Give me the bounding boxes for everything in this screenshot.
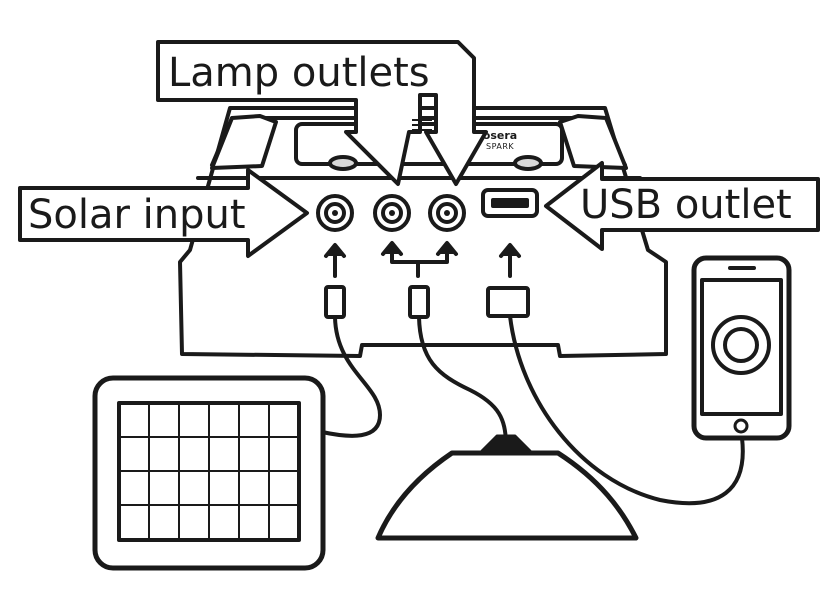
smartphone-home-button (733, 418, 749, 434)
usb-outlet-label: USB outlet (580, 182, 792, 228)
power-unit-indicator-left (328, 155, 358, 171)
usb-port (481, 188, 539, 218)
usb-outlet-callout-arrow (544, 161, 820, 251)
power-unit (178, 106, 668, 358)
lamp-outlets-callout (156, 40, 488, 186)
lamp-cable (417, 315, 508, 444)
lamp-arrow-bracket (390, 246, 449, 264)
lamp-plug-icon (408, 285, 430, 319)
connection-arrows (324, 241, 521, 278)
power-unit-left-handle (210, 114, 278, 170)
solar-input-jack (316, 194, 354, 232)
solar-panel (92, 375, 326, 571)
lamp-outlet-jack-1 (373, 194, 411, 232)
usb-cable (508, 314, 745, 506)
smartphone (691, 255, 792, 441)
cables (320, 314, 745, 506)
solar-input-callout-arrow (18, 168, 309, 258)
power-unit-indicator-right (513, 155, 543, 171)
solar-cable (320, 315, 382, 438)
usb-plug-icon (486, 286, 530, 318)
plugs (324, 285, 530, 319)
device-model: SPARK (486, 142, 514, 151)
pendant-lamp-cap (480, 434, 532, 453)
lamp-outlets-callout-frame (156, 40, 488, 186)
solar-input-label: Solar input (28, 192, 246, 238)
lamp-outlets-label: Lamp outlets (168, 50, 430, 96)
power-unit-housing (178, 106, 668, 358)
lamp-outlet-jack-2 (428, 194, 466, 232)
pendant-lamp (375, 434, 639, 541)
solar-plug-icon (324, 285, 346, 319)
pendant-lamp-icon (375, 450, 639, 541)
